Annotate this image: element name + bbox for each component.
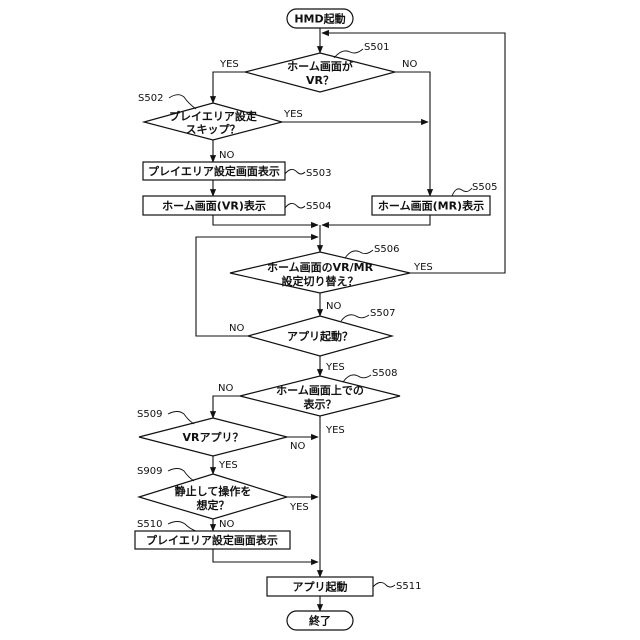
leader-s511 xyxy=(373,582,395,587)
label-s509-no: NO xyxy=(290,441,305,452)
leader-s502 xyxy=(169,95,196,109)
decision-s509-text: VRアプリ？ xyxy=(183,430,244,444)
edge-s504-to-merge xyxy=(213,215,318,225)
decision-s909: 静止して操作を 想定？ xyxy=(139,474,287,519)
edge-s501-no xyxy=(395,72,430,196)
leader-s506 xyxy=(345,250,373,258)
decision-s506-line2: 設定切り替え？ xyxy=(282,274,359,288)
step-label-s511: S511 xyxy=(396,581,421,592)
decision-s507: アプリ起動？ xyxy=(248,316,392,356)
start-terminal-text: HMD起動 xyxy=(294,12,345,26)
edge-s505-to-merge xyxy=(322,215,430,225)
label-s509-yes: YES xyxy=(218,460,238,471)
decision-s508-line1: ホーム画面上での xyxy=(276,383,364,397)
decision-s508-line2: 表示？ xyxy=(303,397,337,411)
edge-s501-yes xyxy=(213,72,245,103)
leader-s507 xyxy=(341,315,369,321)
leader-s508 xyxy=(343,375,371,382)
step-label-s508: S508 xyxy=(372,368,397,379)
decision-s506: ホーム画面のVR/MR 設定切り替え？ xyxy=(230,252,410,293)
label-s506-yes: YES xyxy=(413,262,433,273)
label-s501-yes: YES xyxy=(219,59,239,70)
decision-s506-line1: ホーム画面のVR/MR xyxy=(267,261,374,274)
leader-s510 xyxy=(168,522,196,532)
node-end: 終了 xyxy=(287,611,353,630)
label-s502-yes: YES xyxy=(283,109,303,120)
decision-s501: ホーム画面が VR？ xyxy=(245,53,395,92)
decision-s501-line2: VR？ xyxy=(306,74,334,87)
leader-s501 xyxy=(334,49,363,58)
decision-s502-line1: プレイエリア設定 xyxy=(169,109,257,123)
label-s508-no: NO xyxy=(218,383,233,394)
label-s909-yes: YES xyxy=(289,502,309,513)
decision-s509: VRアプリ？ xyxy=(139,418,287,456)
step-label-s506: S506 xyxy=(374,244,399,255)
edge-s510-to-main xyxy=(213,549,318,562)
label-s508-yes: YES xyxy=(325,425,345,436)
label-s506-no: NO xyxy=(326,301,341,312)
step-label-s507: S507 xyxy=(370,308,395,319)
leader-s503 xyxy=(285,169,305,174)
end-terminal-text: 終了 xyxy=(309,614,331,628)
process-s511: アプリ起動 xyxy=(267,577,373,596)
step-label-s509: S509 xyxy=(137,409,162,420)
leader-s909 xyxy=(168,469,194,482)
step-label-s501: S501 xyxy=(364,42,389,53)
leader-s505 xyxy=(452,188,472,196)
leader-s509 xyxy=(168,412,194,425)
decision-s502-line2: スキップ？ xyxy=(186,122,241,136)
step-label-s502: S502 xyxy=(138,93,163,104)
process-s504-text: ホーム画面(VR)表示 xyxy=(162,199,266,213)
decision-s507-text: アプリ起動？ xyxy=(287,329,353,343)
label-s507-no: NO xyxy=(229,323,244,334)
process-s511-text: アプリ起動 xyxy=(293,580,348,594)
decision-s502: プレイエリア設定 スキップ？ xyxy=(144,103,282,140)
step-label-s909: S909 xyxy=(137,466,162,477)
process-s510: プレイエリア設定画面表示 xyxy=(135,531,290,549)
process-s510-text: プレイエリア設定画面表示 xyxy=(146,533,278,547)
label-s502-no: NO xyxy=(219,150,234,161)
label-s501-no: NO xyxy=(402,59,417,70)
decision-s508: ホーム画面上での 表示？ xyxy=(240,376,400,416)
process-s505-text: ホーム画面(MR)表示 xyxy=(378,199,484,213)
decision-s909-line2: 想定？ xyxy=(196,498,230,512)
decision-s909-line1: 静止して操作を xyxy=(175,484,252,498)
step-label-s505: S505 xyxy=(472,182,497,193)
label-s909-no: NO xyxy=(219,519,234,530)
edge-s508-no xyxy=(213,396,240,418)
process-s504: ホーム画面(VR)表示 xyxy=(143,196,285,215)
step-label-s503: S503 xyxy=(306,168,331,179)
node-start: HMD起動 xyxy=(287,9,353,28)
process-s503: プレイエリア設定画面表示 xyxy=(143,162,285,180)
leader-s504 xyxy=(285,203,305,208)
process-s503-text: プレイエリア設定画面表示 xyxy=(148,164,280,178)
process-s505: ホーム画面(MR)表示 xyxy=(372,196,490,215)
label-s507-yes: YES xyxy=(325,362,345,373)
decision-s501-line1: ホーム画面が xyxy=(287,59,353,73)
step-label-s504: S504 xyxy=(306,201,331,212)
step-label-s510: S510 xyxy=(137,519,162,530)
